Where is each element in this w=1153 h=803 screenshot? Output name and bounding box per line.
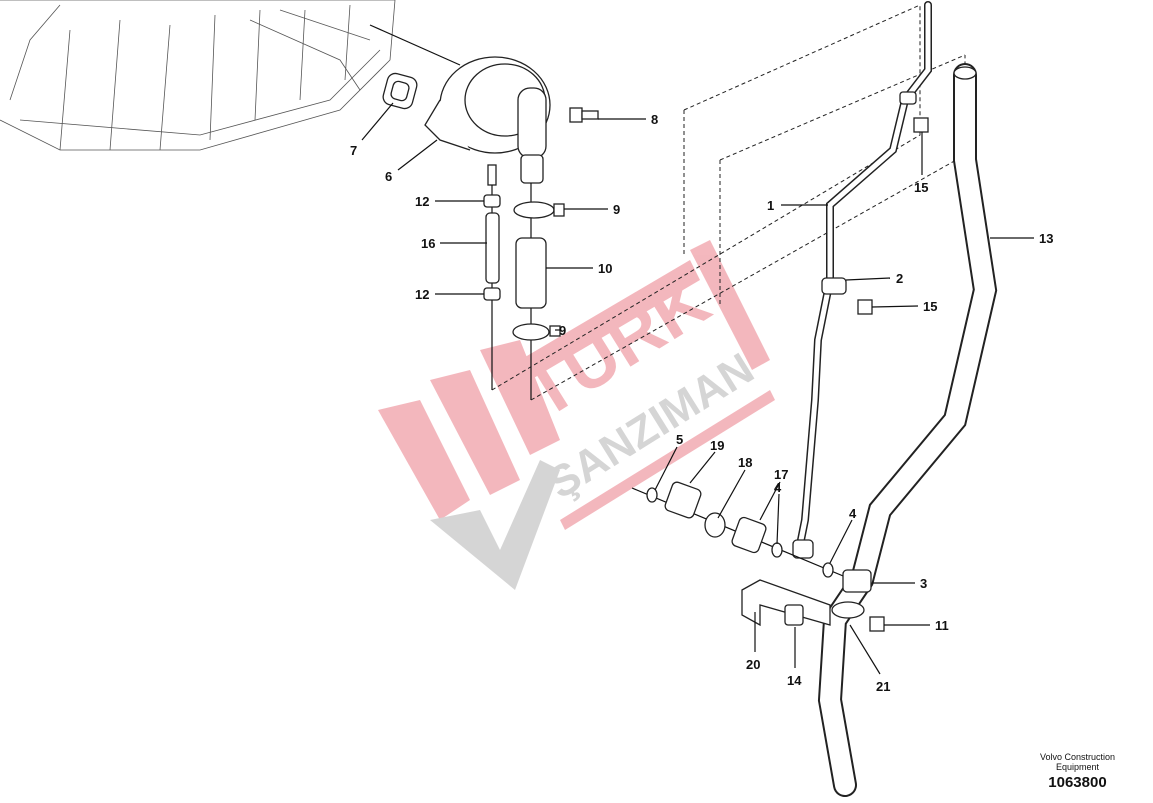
callout-5: 5 (676, 432, 683, 447)
callout-2: 2 (896, 271, 903, 286)
company-line-2: Equipment (1055, 762, 1099, 772)
drawing-number: 1063800 (1048, 774, 1107, 791)
callout-7: 7 (350, 143, 357, 158)
leader-dash-3 (683, 4, 966, 305)
callout-15b: 15 (923, 299, 937, 314)
callout-18: 18 (738, 455, 752, 470)
callout-13: 13 (1039, 231, 1053, 246)
callout-12b: 12 (415, 287, 429, 302)
callout-16: 16 (421, 236, 435, 251)
callout-9b: 9 (559, 323, 566, 338)
bolt-15a (913, 117, 929, 133)
callouts: 7 6 8 12 9 16 10 12 9 1 15 13 2 15 5 19 … (350, 102, 1053, 694)
callout-1: 1 (767, 198, 774, 213)
callout-4a: 4 (774, 480, 782, 495)
pump-6 (369, 24, 551, 186)
callout-17: 17 (774, 467, 788, 482)
callout-3: 3 (920, 576, 927, 591)
callout-10: 10 (598, 261, 612, 276)
company-line-1: Volvo Construction (1039, 752, 1115, 762)
gasket-7 (382, 72, 418, 110)
drawing-footer: Volvo Construction Equipment 1063800 (1040, 752, 1115, 791)
bolt-15b (857, 299, 873, 315)
bracket-20 (741, 579, 885, 632)
callout-14: 14 (787, 673, 802, 688)
pipe-1 (792, 1, 932, 559)
callout-20: 20 (746, 657, 760, 672)
hose-13 (817, 63, 998, 797)
callout-4b: 4 (849, 506, 857, 521)
callout-9a: 9 (613, 202, 620, 217)
callout-21: 21 (876, 679, 890, 694)
fittings (631, 481, 872, 593)
callout-6: 6 (385, 169, 392, 184)
callout-11: 11 (935, 618, 949, 633)
callout-19: 19 (710, 438, 724, 453)
leader-dash-1 (491, 5, 921, 391)
callout-15a: 15 (914, 180, 928, 195)
bolt-8 (569, 107, 599, 123)
callout-12a: 12 (415, 194, 429, 209)
engine-oil-pan (0, 0, 396, 151)
callout-8: 8 (651, 112, 658, 127)
